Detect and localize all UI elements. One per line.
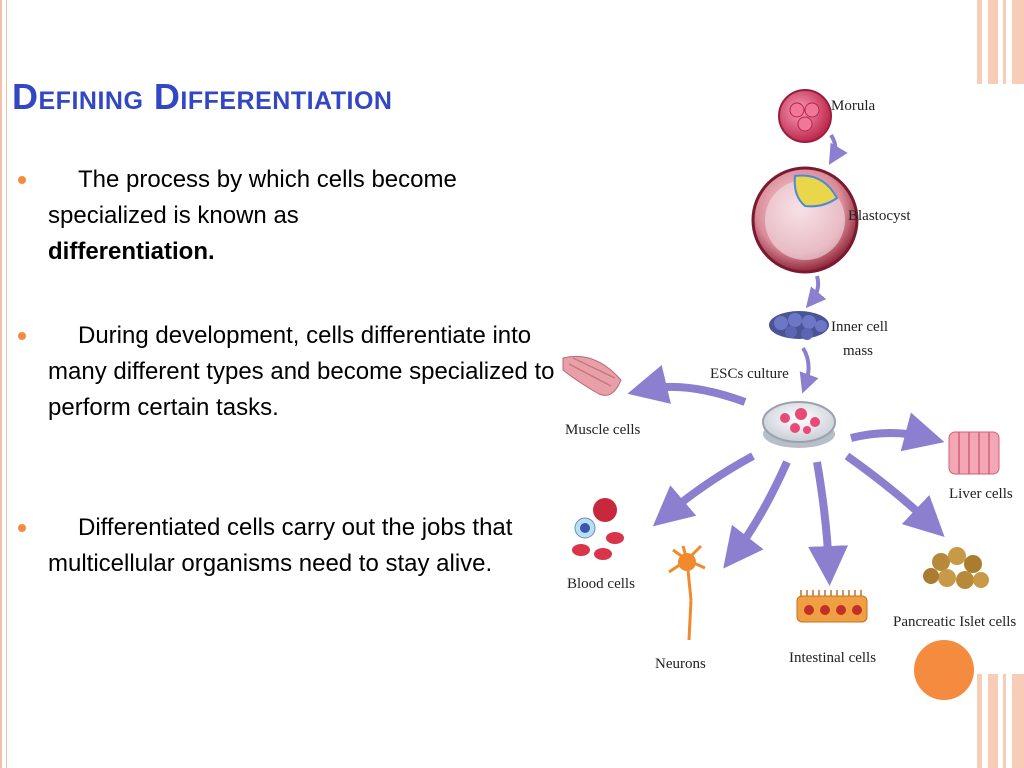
label-escs-culture: ESCs culture	[710, 366, 789, 382]
label-muscle-cells: Muscle cells	[565, 422, 641, 438]
bullet-item: Differentiated cells carry out the jobs …	[18, 510, 558, 582]
stem-cell-differentiation-diagram: Morula Blastocyst Inner cell mass ESCs c…	[562, 89, 1016, 672]
blood-cells-icon	[572, 498, 624, 560]
right-stripe-top	[1003, 0, 1006, 84]
decorative-circle	[914, 640, 974, 700]
label-inner-cell-mass-line1: Inner cell	[831, 319, 888, 335]
liver-cells-icon	[948, 431, 1000, 475]
neuron-icon	[668, 544, 706, 641]
slide-title: Defining Differentiation	[12, 76, 393, 117]
right-stripe-bottom	[977, 674, 982, 768]
muscle-cells-icon	[562, 355, 622, 396]
bullet-item: The process by which cells become specia…	[18, 162, 558, 270]
right-stripe-bottom	[1003, 674, 1006, 768]
label-liver-cells: Liver cells	[949, 486, 1013, 502]
bullet-dot-icon	[18, 524, 26, 532]
left-border-stripe-thin	[6, 0, 7, 768]
bullet-text: Differentiated cells carry out the jobs …	[48, 514, 513, 577]
bullet-bold-term: differentiation.	[48, 238, 215, 265]
left-border-stripe	[0, 0, 2, 768]
arrow-icon	[652, 452, 755, 527]
arrow-icon	[808, 461, 849, 586]
intestinal-cells-icon	[796, 590, 868, 623]
arrow-icon	[805, 275, 827, 309]
inner-cell-mass-icon	[769, 311, 829, 340]
label-blastocyst: Blastocyst	[848, 208, 911, 224]
culture-dish-icon	[762, 401, 836, 448]
label-blood-cells: Blood cells	[567, 576, 635, 592]
arrow-icon	[799, 346, 819, 394]
bullet-text: During development, cells differentiate …	[48, 322, 555, 421]
label-morula: Morula	[831, 98, 876, 114]
arrow-icon	[723, 460, 791, 569]
arrow-icon	[828, 133, 848, 165]
right-stripe-top	[1012, 0, 1024, 84]
bullet-dot-icon	[18, 332, 26, 340]
bullet-item: During development, cells differentiate …	[18, 318, 558, 426]
arrow-icon	[844, 452, 945, 538]
right-stripe-top	[988, 0, 998, 84]
bullet-dot-icon	[18, 176, 26, 184]
right-stripe-top	[977, 0, 982, 84]
label-intestinal-cells: Intestinal cells	[789, 650, 876, 666]
morula-icon	[778, 89, 832, 143]
right-stripe-bottom	[1012, 674, 1024, 768]
right-stripe-bottom	[988, 674, 998, 768]
label-inner-cell-mass-line2: mass	[843, 343, 873, 359]
arrow-icon	[627, 364, 747, 406]
bullet-text: The process by which cells become specia…	[48, 166, 457, 229]
arrow-icon	[850, 412, 945, 452]
blastocyst-icon	[751, 166, 859, 274]
label-neurons: Neurons	[655, 656, 706, 672]
label-pancreatic-islet-cells: Pancreatic Islet cells	[893, 614, 1016, 630]
pancreatic-islet-cells-icon	[923, 547, 989, 589]
